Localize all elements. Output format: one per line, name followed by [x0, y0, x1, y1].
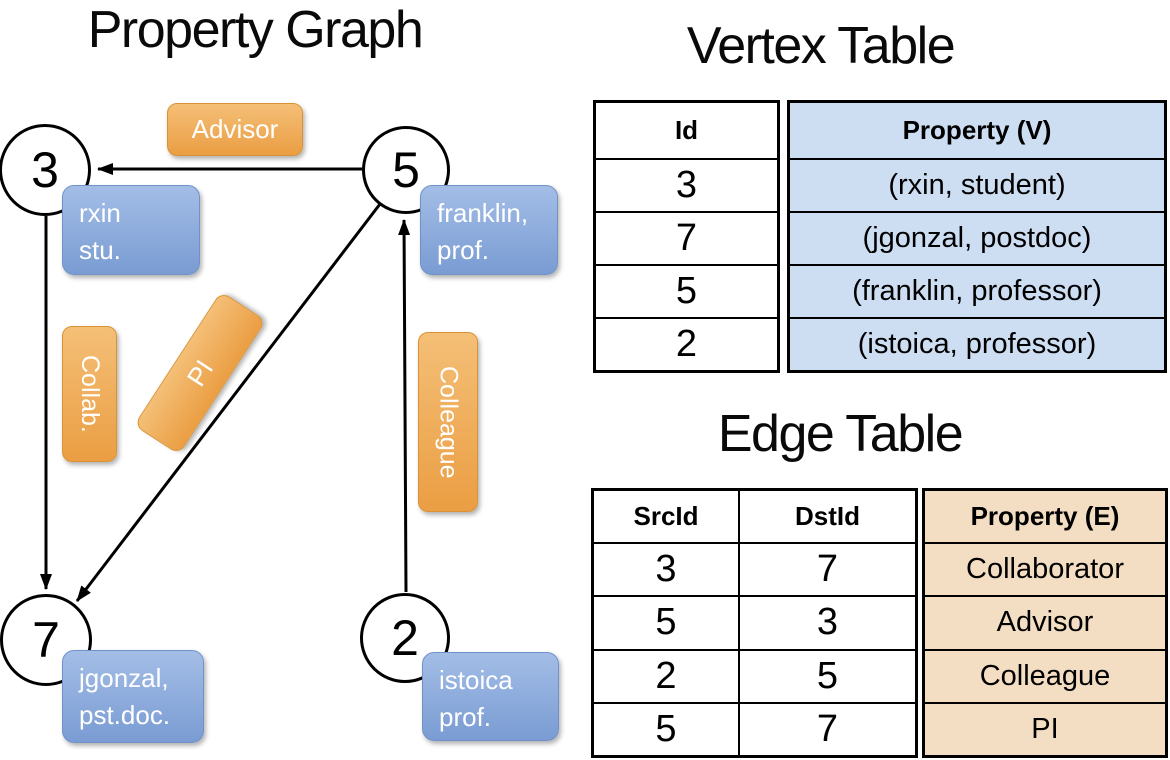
vertex-property-line: stu.: [79, 234, 121, 265]
vertex-property-line: prof.: [439, 701, 492, 732]
edge-table-header-property: Property (E): [970, 501, 1120, 531]
edge-table-id-columns: SrcId DstId 3 7 5 3 2 5 5 7: [591, 488, 918, 758]
edge-table-header-dstid: DstId: [795, 501, 860, 531]
vertex-property-line: istoica: [439, 665, 513, 695]
edge-table-property-cell: Colleague: [925, 648, 1165, 702]
edge-table-srcid-cell: 2: [594, 648, 740, 702]
edge-table-header-srcid: SrcId: [594, 491, 740, 542]
edge-table-dstid-cell: 3: [740, 595, 915, 648]
vertex-table-title: Vertex Table: [686, 17, 956, 75]
vertex-property-line: jgonzal,: [79, 663, 169, 693]
property-graph-title: Property Graph: [87, 1, 424, 59]
edge-table-title: Edge Table: [717, 405, 964, 463]
edge-table-srcid-cell: 5: [594, 701, 740, 755]
vertex-property-box-franklin: franklin, prof.: [420, 185, 558, 275]
node-id-label: 3: [31, 142, 59, 198]
vertex-table-property-cell: (franklin, professor): [790, 264, 1164, 317]
vertex-table-id-cell: 2: [596, 317, 777, 370]
edge-table-property-cell: Collaborator: [925, 542, 1165, 595]
edge-table-property-cell: Advisor: [925, 595, 1165, 648]
graph-node-5: 5: [362, 126, 450, 214]
vertex-property-line: rxin: [79, 198, 121, 228]
vertex-property-line: prof.: [437, 234, 490, 265]
node-id-label: 5: [392, 142, 420, 198]
node-id-label: 7: [32, 612, 60, 668]
node-id-label: 2: [391, 610, 419, 666]
vertex-property-box-rxin: rxin stu.: [62, 185, 200, 275]
vertex-table-id-column: Id 3 7 5 2: [593, 100, 780, 373]
edge-table-srcid-cell: 3: [594, 542, 740, 596]
edge-table-dstid-cell: 7: [740, 542, 915, 595]
vertex-table-property-cell: (rxin, student): [790, 158, 1164, 211]
graph-edges-svg: [40, 163, 411, 602]
vertex-table-id-cell: 5: [596, 264, 777, 317]
edge-table-dstid-cell: 5: [740, 648, 915, 702]
vertex-table-header-id: Id: [674, 115, 699, 145]
graph-node-2: 2: [360, 593, 450, 683]
edge-colleague-2-to-5: [398, 219, 411, 593]
edge-label-advisor: Advisor: [167, 103, 303, 156]
edge-table-srcid-cell: 5: [594, 595, 740, 649]
vertex-property-box-jgonzal: jgonzal, pst.doc.: [62, 650, 204, 743]
vertex-property-box-istoica: istoica prof.: [422, 652, 559, 741]
edge-table-property-column: Property (E) Collaborator Advisor Collea…: [922, 488, 1168, 758]
edge-label-collab: Collab.: [62, 326, 117, 462]
edge-pi-5-to-7: [75, 203, 382, 602]
vertex-table-property-cell: (jgonzal, postdoc): [790, 211, 1164, 264]
vertex-table-id-cell: 7: [596, 211, 777, 264]
edge-table-property-cell: PI: [925, 701, 1165, 755]
vertex-table-property-column: Property (V) (rxin, student) (jgonzal, p…: [787, 100, 1167, 373]
vertex-table-property-cell: (istoica, professor): [790, 317, 1164, 370]
vertex-property-line: franklin,: [437, 198, 529, 228]
vertex-property-line: pst.doc.: [79, 699, 171, 730]
edge-label-colleague: Colleague: [418, 332, 478, 512]
vertex-table-id-cell: 3: [596, 158, 777, 211]
edge-table-dstid-cell: 7: [740, 701, 915, 755]
vertex-table-header-property: Property (V): [902, 115, 1052, 145]
